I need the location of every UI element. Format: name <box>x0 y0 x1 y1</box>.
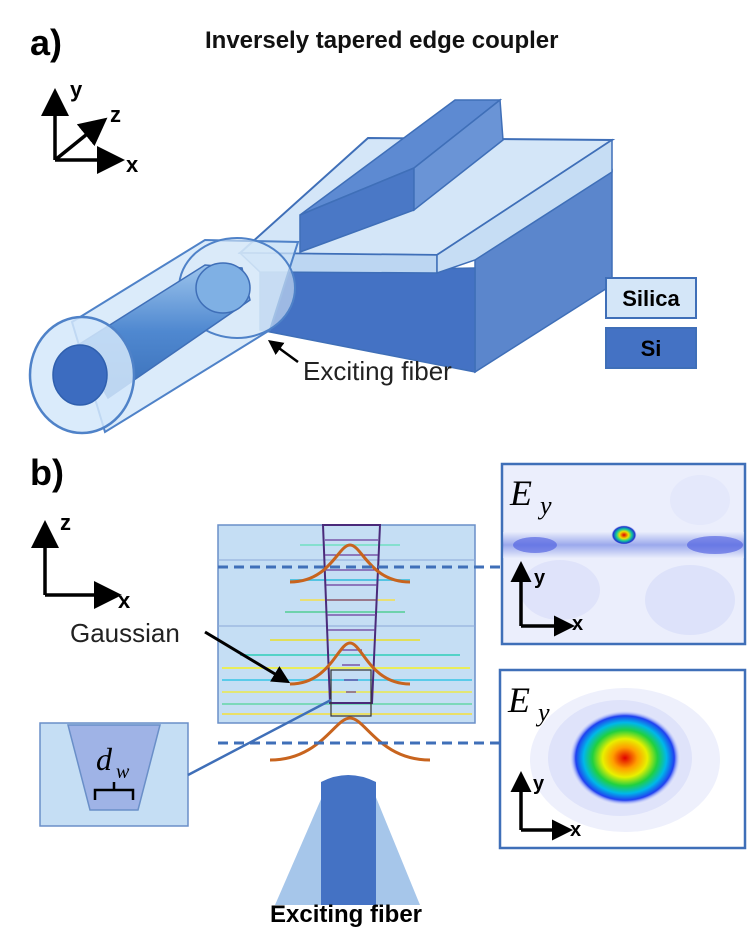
axes-triad-b <box>31 520 122 609</box>
simulation-domain <box>217 524 476 724</box>
gaussian-label: Gaussian <box>70 618 180 648</box>
legend-label-silica: Silica <box>622 286 680 311</box>
inset-label-d: d <box>96 741 113 777</box>
fiber-3d <box>28 237 300 435</box>
axes-triad-a <box>41 88 125 174</box>
axis-label-x: x <box>126 152 139 177</box>
gaussian-curves <box>269 543 431 762</box>
field-bottom-label-y: y <box>535 698 550 727</box>
fiber-cross-section <box>275 775 420 905</box>
legend: Silica Si <box>605 277 697 369</box>
coupler-3d <box>237 98 616 374</box>
mode-spot-top <box>611 525 637 545</box>
inset-label-w: w <box>116 761 130 783</box>
inset-taper-tip: d w <box>39 722 189 827</box>
field-top-label-E: E <box>509 473 532 513</box>
field-bottom-label-E: E <box>507 680 530 720</box>
panel-b-label: b) <box>30 452 64 493</box>
legend-swatch-silica <box>605 277 697 319</box>
panel-a-label: a) <box>30 22 62 63</box>
field-plot-top <box>500 462 747 646</box>
legend-label-si: Si <box>641 336 662 361</box>
mode-spot-bottom <box>569 710 681 806</box>
field-plot-bottom <box>498 668 747 850</box>
axis-label-y: y <box>70 77 83 102</box>
field-top-axis-y: y <box>534 567 546 589</box>
field-top-label-y: y <box>537 491 552 520</box>
fiber-label-b: Exciting fiber <box>270 901 422 928</box>
axis-label-z-b: z <box>60 510 71 535</box>
field-bottom-axis-x: x <box>570 819 581 841</box>
fiber-label-a: Exciting fiber <box>303 356 452 386</box>
legend-swatch-si <box>605 327 697 369</box>
panel-a-title: Inversely tapered edge coupler <box>205 27 558 54</box>
axis-label-z: z <box>110 102 121 127</box>
field-bottom-axis-y: y <box>533 773 545 795</box>
axis-label-x-b: x <box>118 588 131 613</box>
field-top-axis-x: x <box>572 613 583 635</box>
